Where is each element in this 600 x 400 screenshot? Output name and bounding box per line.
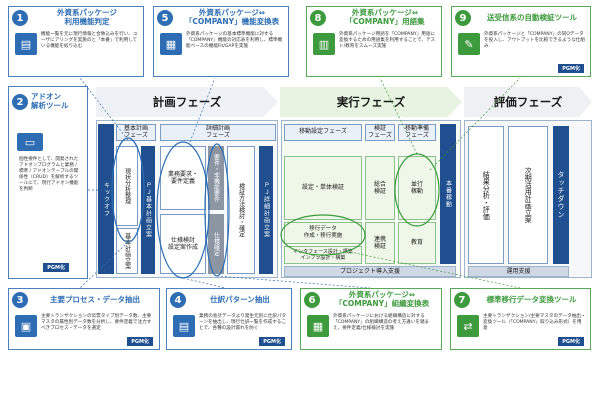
- card-number: 5: [157, 10, 173, 26]
- education-box: 教育: [398, 222, 436, 264]
- chart-icon: ▤: [15, 33, 37, 55]
- pgm-badge: PGM化: [43, 263, 69, 272]
- tool-card-6: 6 外資系パッケージ⇔ 「COMPANY」組織変換表 ▦ 外資系パッケージにおける…: [300, 288, 442, 350]
- prep-phase-label: 移動準備 フェーズ: [398, 124, 436, 142]
- connector-line: [182, 277, 226, 289]
- phase-label: 実行フェーズ: [336, 95, 406, 109]
- document-icon: ▦: [160, 33, 182, 55]
- card-description: 主要トランザクションの伝票タイプ別データ数、主要マスタの属性別データ数を分析し、…: [41, 314, 152, 331]
- current-analysis-box: 現状分析整理: [116, 146, 138, 226]
- basic-plan-phase-label: 基本計画 フェーズ: [116, 124, 156, 142]
- card-description: 外資系パッケージと「COMPANY」の同Oデータを投入し、アウトプットを比較でき…: [484, 32, 585, 49]
- detail-plan-phase-label: 詳細計画 フェーズ: [160, 124, 276, 142]
- card-number: 2: [12, 94, 28, 110]
- card-title: 送受信系の自動検証ツール: [487, 12, 577, 22]
- verify-phase-label: 検証 フェーズ: [365, 124, 395, 142]
- card-number: 3: [12, 292, 28, 308]
- tool-card-4: 4 仕訳パターン抽出 ▤ 業務の会計データより発生元別に仕訳パターンを抽出し、現行…: [166, 288, 292, 350]
- pj-basic-plan-bar: ＰＪ基本計画立案: [141, 146, 155, 274]
- tool-card-1: 1 外資系パッケージ 利用機能判定 ▤ 機能一覧を元に現行情報と合致込みを行い、ユ…: [8, 6, 144, 77]
- exec-phase-header: 実行フェーズ: [280, 87, 462, 117]
- card-title: 仕訳パターン抽出: [210, 294, 270, 304]
- setting-unit-test-box: 設定・単体検証: [284, 156, 362, 220]
- interface-infra-box: インタフェース設計・構築 インフラ設計・構築: [284, 246, 362, 264]
- pgm-badge: PGM化: [558, 64, 584, 73]
- parallel-run-box: 並行 稼動: [398, 156, 436, 220]
- card-number: 4: [170, 292, 186, 308]
- card-number: 1: [12, 10, 28, 26]
- card-number: 8: [310, 10, 326, 26]
- migration-phase-label: 移動設定フェーズ: [284, 124, 362, 141]
- production-bar: 本番稼動: [440, 124, 456, 264]
- phase-label: 評価フェーズ: [493, 95, 563, 109]
- touchdown-bar: タッチダウン: [553, 126, 569, 264]
- database-icon: ▣: [15, 315, 37, 337]
- project-support-bar: プロジェクト導入支援: [284, 266, 456, 277]
- card-title: 標準移行データ変換ツール: [486, 294, 577, 304]
- tools-icon: ✎: [458, 33, 480, 55]
- tool-card-7: 7 標準移行データ変換ツール ⇄ 主要トランザクション/主要マスタのデータ抽出・変…: [450, 288, 591, 350]
- card-title: 外資系パッケージ⇔ 「COMPANY」機能変換表: [184, 8, 280, 26]
- org-chart-icon: ▦: [307, 315, 329, 337]
- tool-card-3: 3 主要プロセス・データ抽出 ▣ 主要トランザクションの伝票タイプ別データ数、主要…: [8, 288, 160, 350]
- card-description: 業務の会計データより発生元別に仕訳パターンを抽出し、現行仕訳一覧を作成することで…: [199, 314, 287, 331]
- card-title: 外資系パッケージ⇔ 「COMPANY」組織変換表: [334, 290, 430, 308]
- kickoff-label: キックオフ: [102, 181, 110, 217]
- tool-card-8: 8 外資系パッケージ⇔ 「COMPANY」用語集 ▥ 外資系パッケージ用語を「CO…: [306, 6, 442, 77]
- card-description: 外資系パッケージの基本標準機能に対する「COMPANY」機能の対応表を利用し、標…: [186, 32, 283, 49]
- card-description: 機能一覧を元に現行情報と合致込みを行い、ユーザにアリングを実施のと「本番」で利用…: [41, 32, 138, 49]
- convert-icon: ⇄: [457, 315, 479, 337]
- monitor-icon: ▭: [17, 133, 43, 151]
- verification-method-box: 検証方法検討・確定: [227, 146, 255, 274]
- spec-confirm-box: 仕様確定: [208, 214, 224, 274]
- biz-requirements-box: 業務要求・ 要件定義: [160, 146, 206, 210]
- pgm-badge: PGM化: [558, 337, 584, 346]
- ledger-icon: ▤: [173, 315, 195, 337]
- pj-detail-plan-bar: ＰＪ詳細計画立案: [259, 146, 273, 274]
- total-verify-box: 総合 検証: [365, 156, 395, 220]
- card-description: 個性要件として、開発されたアドオンプログラムと業務 / 標準 / アドオンテーブ…: [19, 157, 79, 192]
- card-description: 外資系パッケージにおける組織構造に対する「COMPANY」の組織構造の考え方違い…: [333, 314, 430, 331]
- tool-card-9: 9 送受信系の自動検証ツール ✎ 外資系パッケージと「COMPANY」の同Oデータ…: [451, 6, 591, 77]
- next-plan-box: 次期活用計画立案: [508, 126, 548, 264]
- eval-phase-header: 評価フェーズ: [464, 87, 592, 117]
- basic-plan-box: 基本計画立案: [116, 228, 138, 274]
- tool-card-5: 5 外資系パッケージ⇔ 「COMPANY」機能変換表 ▦ 外資系パッケージの基本標…: [153, 6, 289, 77]
- card-title: 外資系パッケージ⇔ 「COMPANY」用語集: [345, 8, 425, 26]
- book-icon: ▥: [313, 33, 335, 55]
- card-description: 外資系パッケージ用語を「COMPANY」用語に変換するための用語集を利用すること…: [339, 32, 436, 49]
- link-verify-box: 連携 検証: [365, 222, 395, 264]
- spec-study-box: 仕様検討 設定案作成: [160, 214, 206, 274]
- pgm-badge: PGM化: [259, 337, 285, 346]
- card-title: アドオン 解析ツール: [31, 92, 69, 110]
- card-number: 7: [454, 292, 470, 308]
- ops-support-bar: 運用支援: [468, 266, 569, 277]
- pgm-badge: PGM化: [127, 337, 153, 346]
- kickoff-bar: キックオフ: [98, 124, 114, 274]
- card-title: 主要プロセス・データ抽出: [50, 294, 140, 304]
- result-analysis-box: 結果分析・評価: [468, 126, 504, 264]
- req-summary-box: 要件・非機能要件: [208, 146, 224, 210]
- plan-phase-header: 計画フェーズ: [96, 87, 278, 117]
- card-number: 9: [455, 10, 471, 26]
- data-migration-box: 移行データ 作成・移行実施: [284, 222, 362, 244]
- phase-label: 計画フェーズ: [152, 95, 222, 109]
- card-description: 主要トランザクション/主要マスタのデータ抽出・変換ツール（「COMPANY」取り…: [483, 314, 586, 331]
- card-title: 外資系パッケージ 利用機能判定: [57, 8, 117, 26]
- card-number: 6: [304, 292, 320, 308]
